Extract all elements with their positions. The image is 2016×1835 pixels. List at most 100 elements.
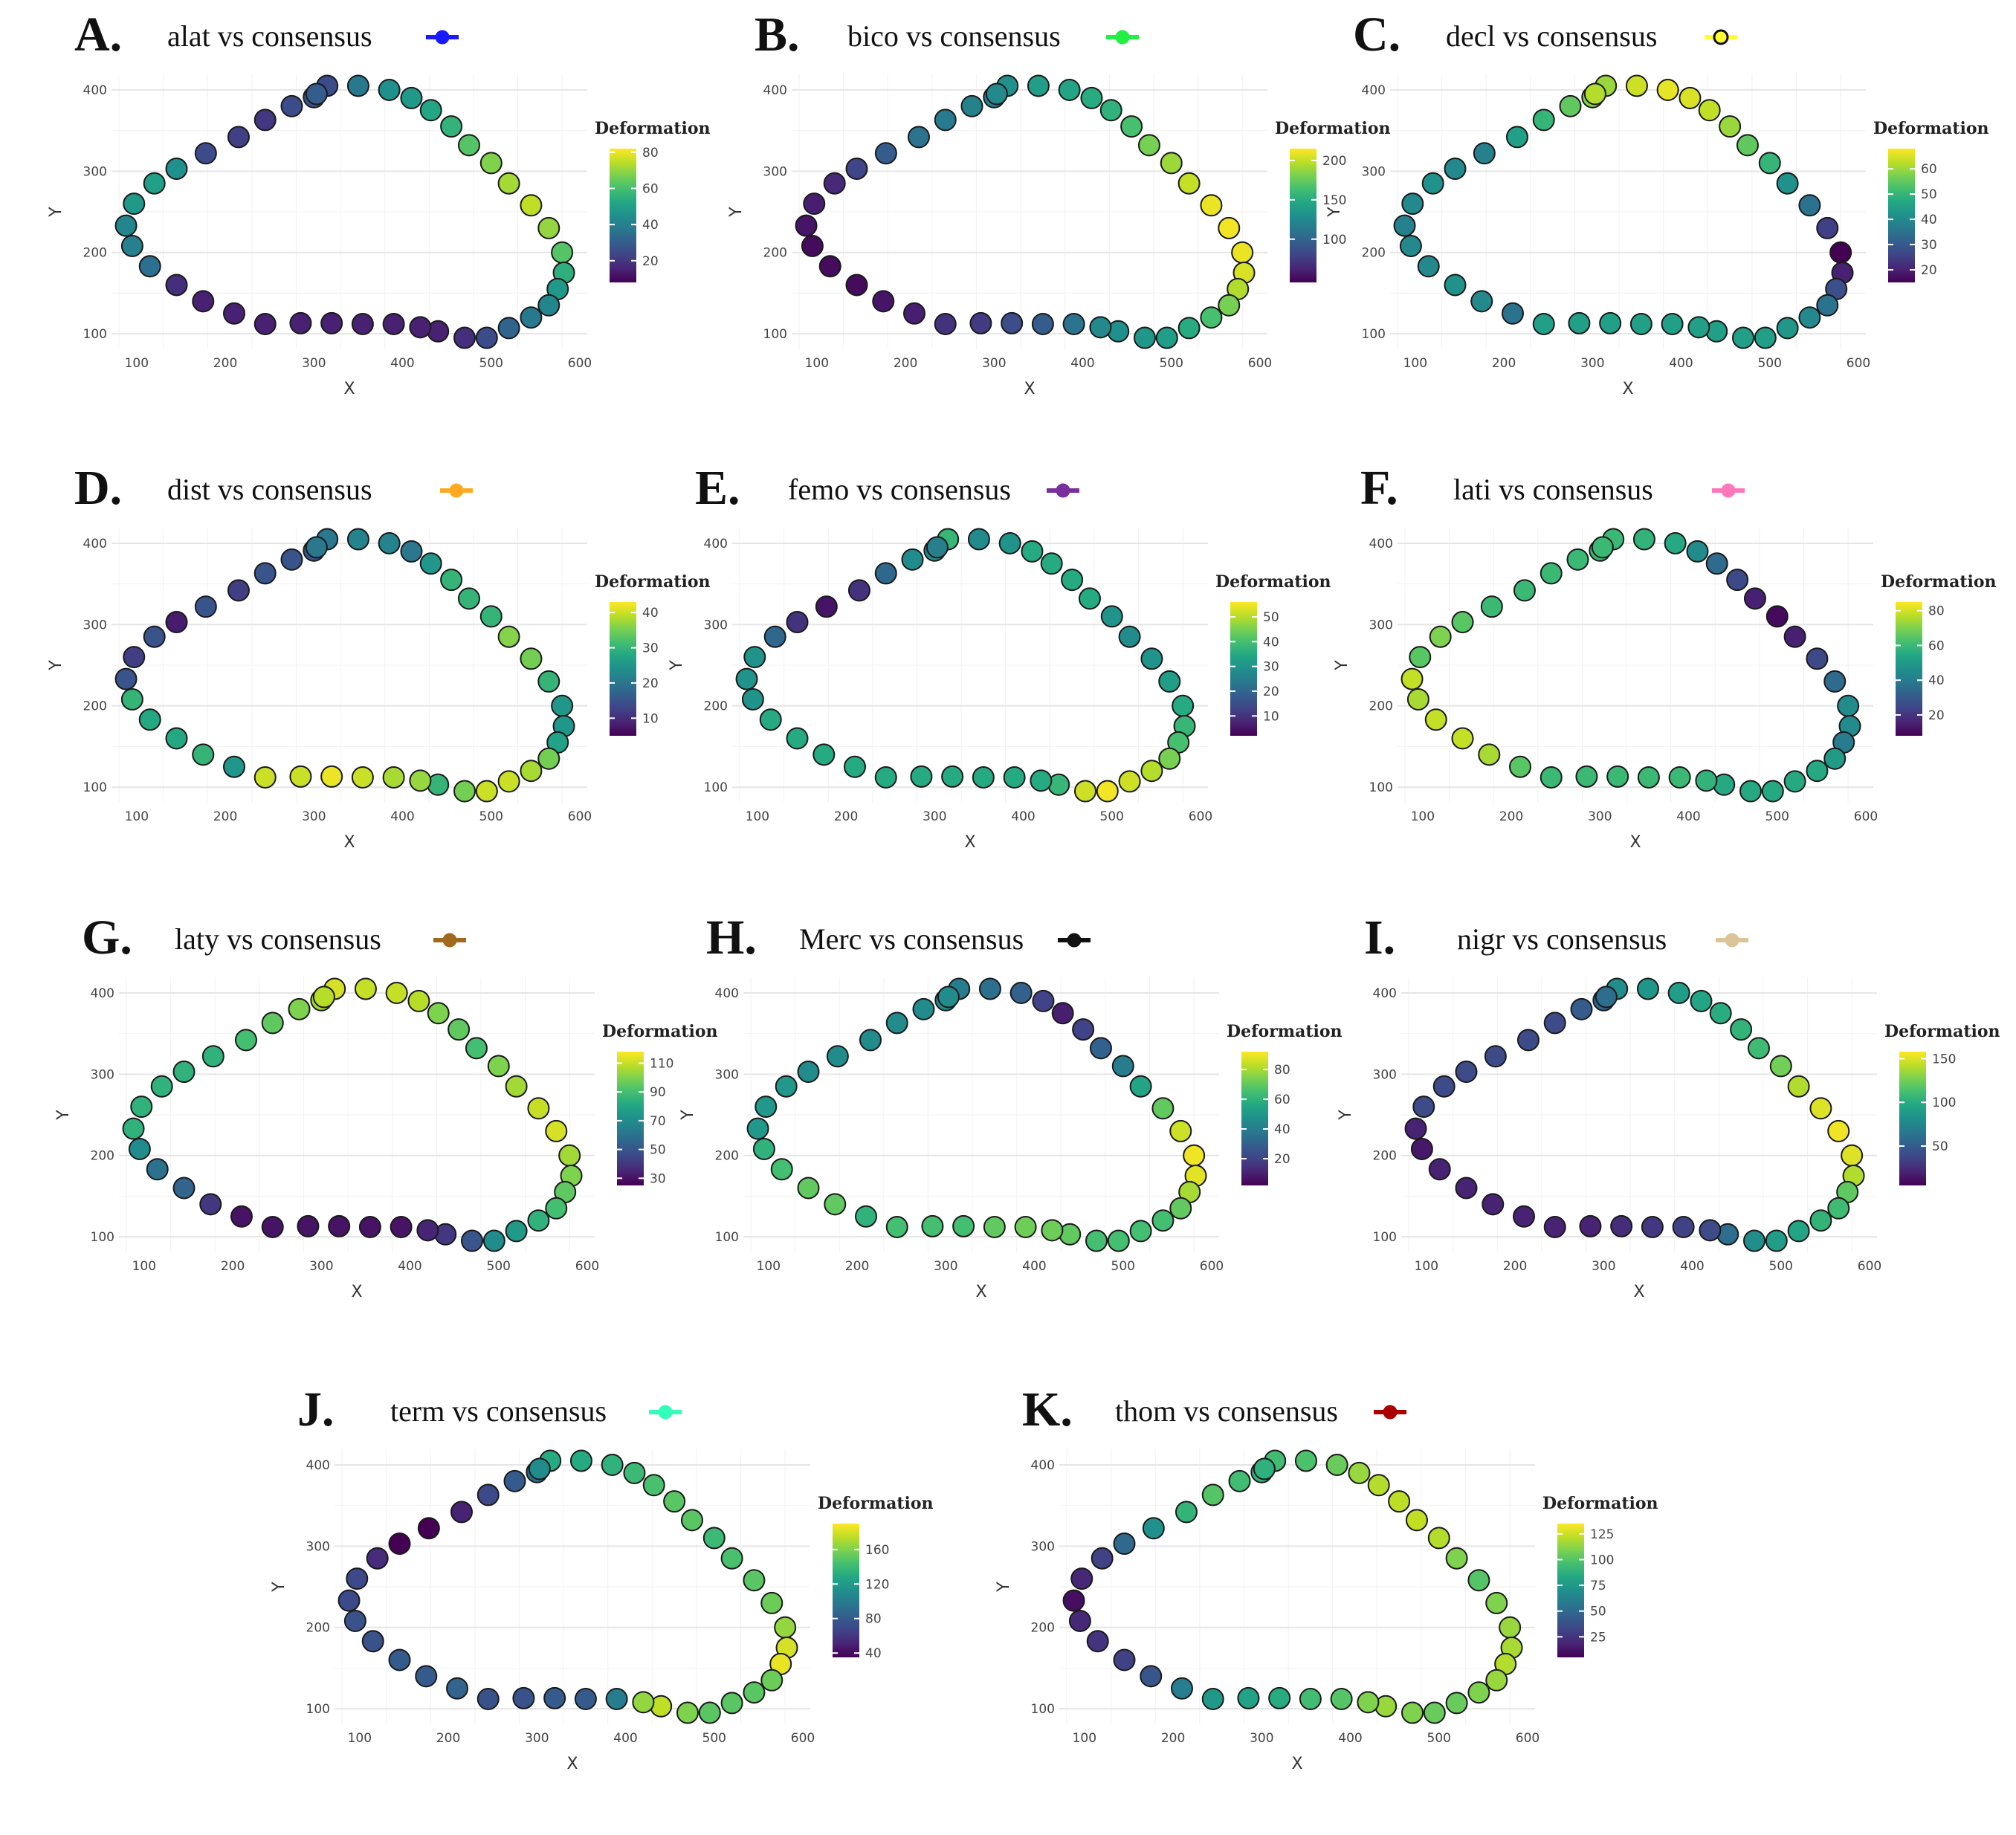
data-point: [1636, 977, 1659, 1000]
data-point: [623, 1461, 646, 1484]
colorbar-tick-label: 30: [642, 641, 659, 656]
colorbar-tick-label: 40: [1921, 213, 1937, 227]
data-point: [1532, 109, 1555, 132]
points: [337, 1449, 798, 1724]
y-tick-label: 200: [83, 246, 107, 261]
colorbar-gradient: [1888, 149, 1915, 282]
data-point: [1140, 1665, 1163, 1688]
data-point: [1089, 1037, 1112, 1060]
data-point: [801, 234, 824, 257]
data-point: [253, 109, 277, 132]
data-point: [390, 1215, 413, 1238]
x-tick-label: 500: [1758, 356, 1782, 371]
x-tick-label: 100: [746, 809, 769, 824]
series-marker-icon: [1115, 30, 1130, 45]
data-point: [1837, 694, 1860, 717]
data-point: [845, 274, 868, 297]
y-tick-label: 100: [306, 1702, 330, 1717]
y-tick-label: 400: [704, 537, 728, 551]
data-point: [505, 1220, 528, 1243]
data-point: [223, 302, 245, 325]
data-point: [165, 158, 188, 181]
data-point: [1409, 646, 1432, 669]
x-tick-label: 500: [1111, 1259, 1135, 1274]
data-point: [847, 579, 870, 602]
colorbar-tick-label: 20: [1921, 263, 1937, 278]
data-point: [223, 755, 245, 778]
y-tick-label: 100: [83, 327, 107, 342]
data-point: [1427, 1527, 1450, 1550]
data-point: [1783, 770, 1806, 793]
data-point: [743, 1681, 766, 1704]
colorbar-tick-label: 100: [1322, 233, 1346, 247]
x-axis-label: X: [343, 833, 355, 852]
x-tick-label: 400: [613, 1731, 637, 1746]
data-point: [1140, 760, 1163, 783]
colorbar-tick-label: 120: [865, 1577, 889, 1592]
data-point: [969, 311, 992, 334]
colorbar-tick-label: 80: [865, 1612, 882, 1627]
data-point: [1405, 1509, 1428, 1532]
panel-letter: E.: [695, 461, 740, 515]
y-tick-label: 300: [704, 618, 728, 632]
data-point: [1348, 1461, 1371, 1484]
colorbar-tick-label: 160: [865, 1543, 889, 1558]
data-point: [1484, 1045, 1507, 1068]
colorbar-title: Deformation: [818, 1494, 934, 1513]
data-point: [417, 1517, 440, 1540]
data-point: [1754, 326, 1777, 349]
data-point: [1513, 1205, 1535, 1228]
data-point: [755, 1096, 778, 1119]
data-point: [1231, 241, 1254, 264]
data-point: [1140, 647, 1163, 670]
data-point: [978, 977, 1001, 1000]
data-point: [1698, 99, 1721, 122]
data-point: [453, 326, 476, 349]
data-point: [720, 1692, 743, 1715]
grid: [743, 977, 1219, 1252]
data-point: [1610, 1214, 1633, 1237]
panel-title-text: lati vs consensus: [1453, 473, 1653, 506]
colorbar-tick-label: 20: [1928, 708, 1945, 723]
data-point: [1388, 1490, 1411, 1513]
y-tick-label: 100: [763, 327, 787, 342]
data-point: [358, 1215, 381, 1238]
data-point: [1268, 1686, 1291, 1709]
y-tick-label: 300: [715, 1067, 739, 1082]
data-point: [409, 769, 432, 792]
data-point: [786, 727, 809, 750]
data-point: [855, 1205, 877, 1228]
x-tick-label: 300: [1592, 1259, 1615, 1274]
x-tick-label: 200: [1503, 1259, 1527, 1274]
panel-title: C.decl vs consensus: [1353, 7, 1737, 62]
x-axis-label: X: [351, 1283, 362, 1301]
x-tick-label: 400: [398, 1259, 421, 1274]
x-tick-label: 100: [805, 356, 829, 371]
colorbar-title: Deformation: [1275, 119, 1391, 138]
panel-title: J.term vs consensus: [297, 1382, 682, 1437]
data-point: [934, 109, 957, 132]
data-point: [1705, 552, 1728, 575]
data-point: [676, 1701, 699, 1724]
data-point: [1158, 747, 1181, 770]
panel-title: K.thom vs consensus: [1022, 1382, 1406, 1437]
data-point: [427, 1002, 450, 1025]
colorbar: Deformation 40 80 120 160: [818, 1494, 934, 1661]
panel-title-text: thom vs consensus: [1115, 1394, 1338, 1428]
data-point: [1100, 605, 1123, 628]
data-point: [1171, 1677, 1193, 1700]
data-point: [1237, 1686, 1260, 1709]
data-point: [385, 981, 408, 1004]
colorbar-title: Deformation: [1884, 1022, 2000, 1041]
data-point: [289, 311, 312, 334]
data-point: [1451, 727, 1474, 750]
data-point: [1595, 986, 1618, 1009]
panel-title: G.laty vs consensus: [82, 910, 466, 965]
colorbar-tick-label: 80: [642, 146, 659, 161]
data-point: [230, 1205, 253, 1228]
colorbar-tick-label: 40: [865, 1646, 882, 1661]
x-tick-label: 100: [1411, 809, 1435, 824]
data-point: [1113, 1648, 1136, 1671]
